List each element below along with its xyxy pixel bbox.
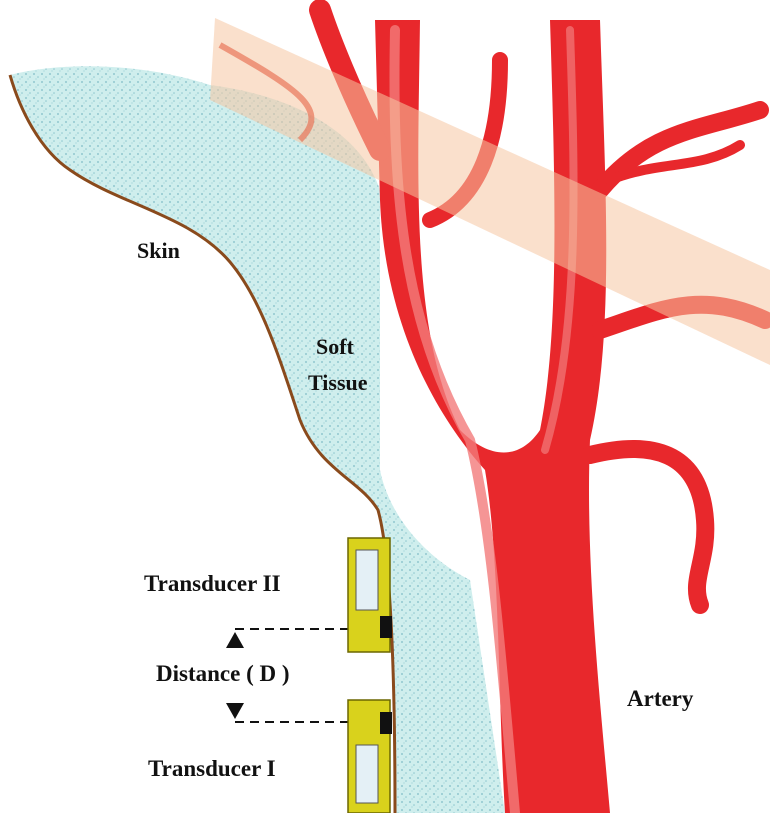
soft-tissue-label-line1: Soft [316,336,354,358]
transducer-1 [348,700,392,813]
soft-tissue-label-line2: Tissue [308,372,368,394]
skin-label: Skin [137,240,180,262]
distance-arrow-down [226,703,244,719]
transducer-1-label: Transducer I [148,757,276,780]
distance-label: Distance ( D ) [156,662,290,685]
transducer-2 [348,538,392,652]
distance-arrow-up [226,632,244,648]
transducer-2-label: Transducer II [144,572,281,595]
artery-label: Artery [627,687,693,710]
artery-branch-right-lower [590,449,705,605]
